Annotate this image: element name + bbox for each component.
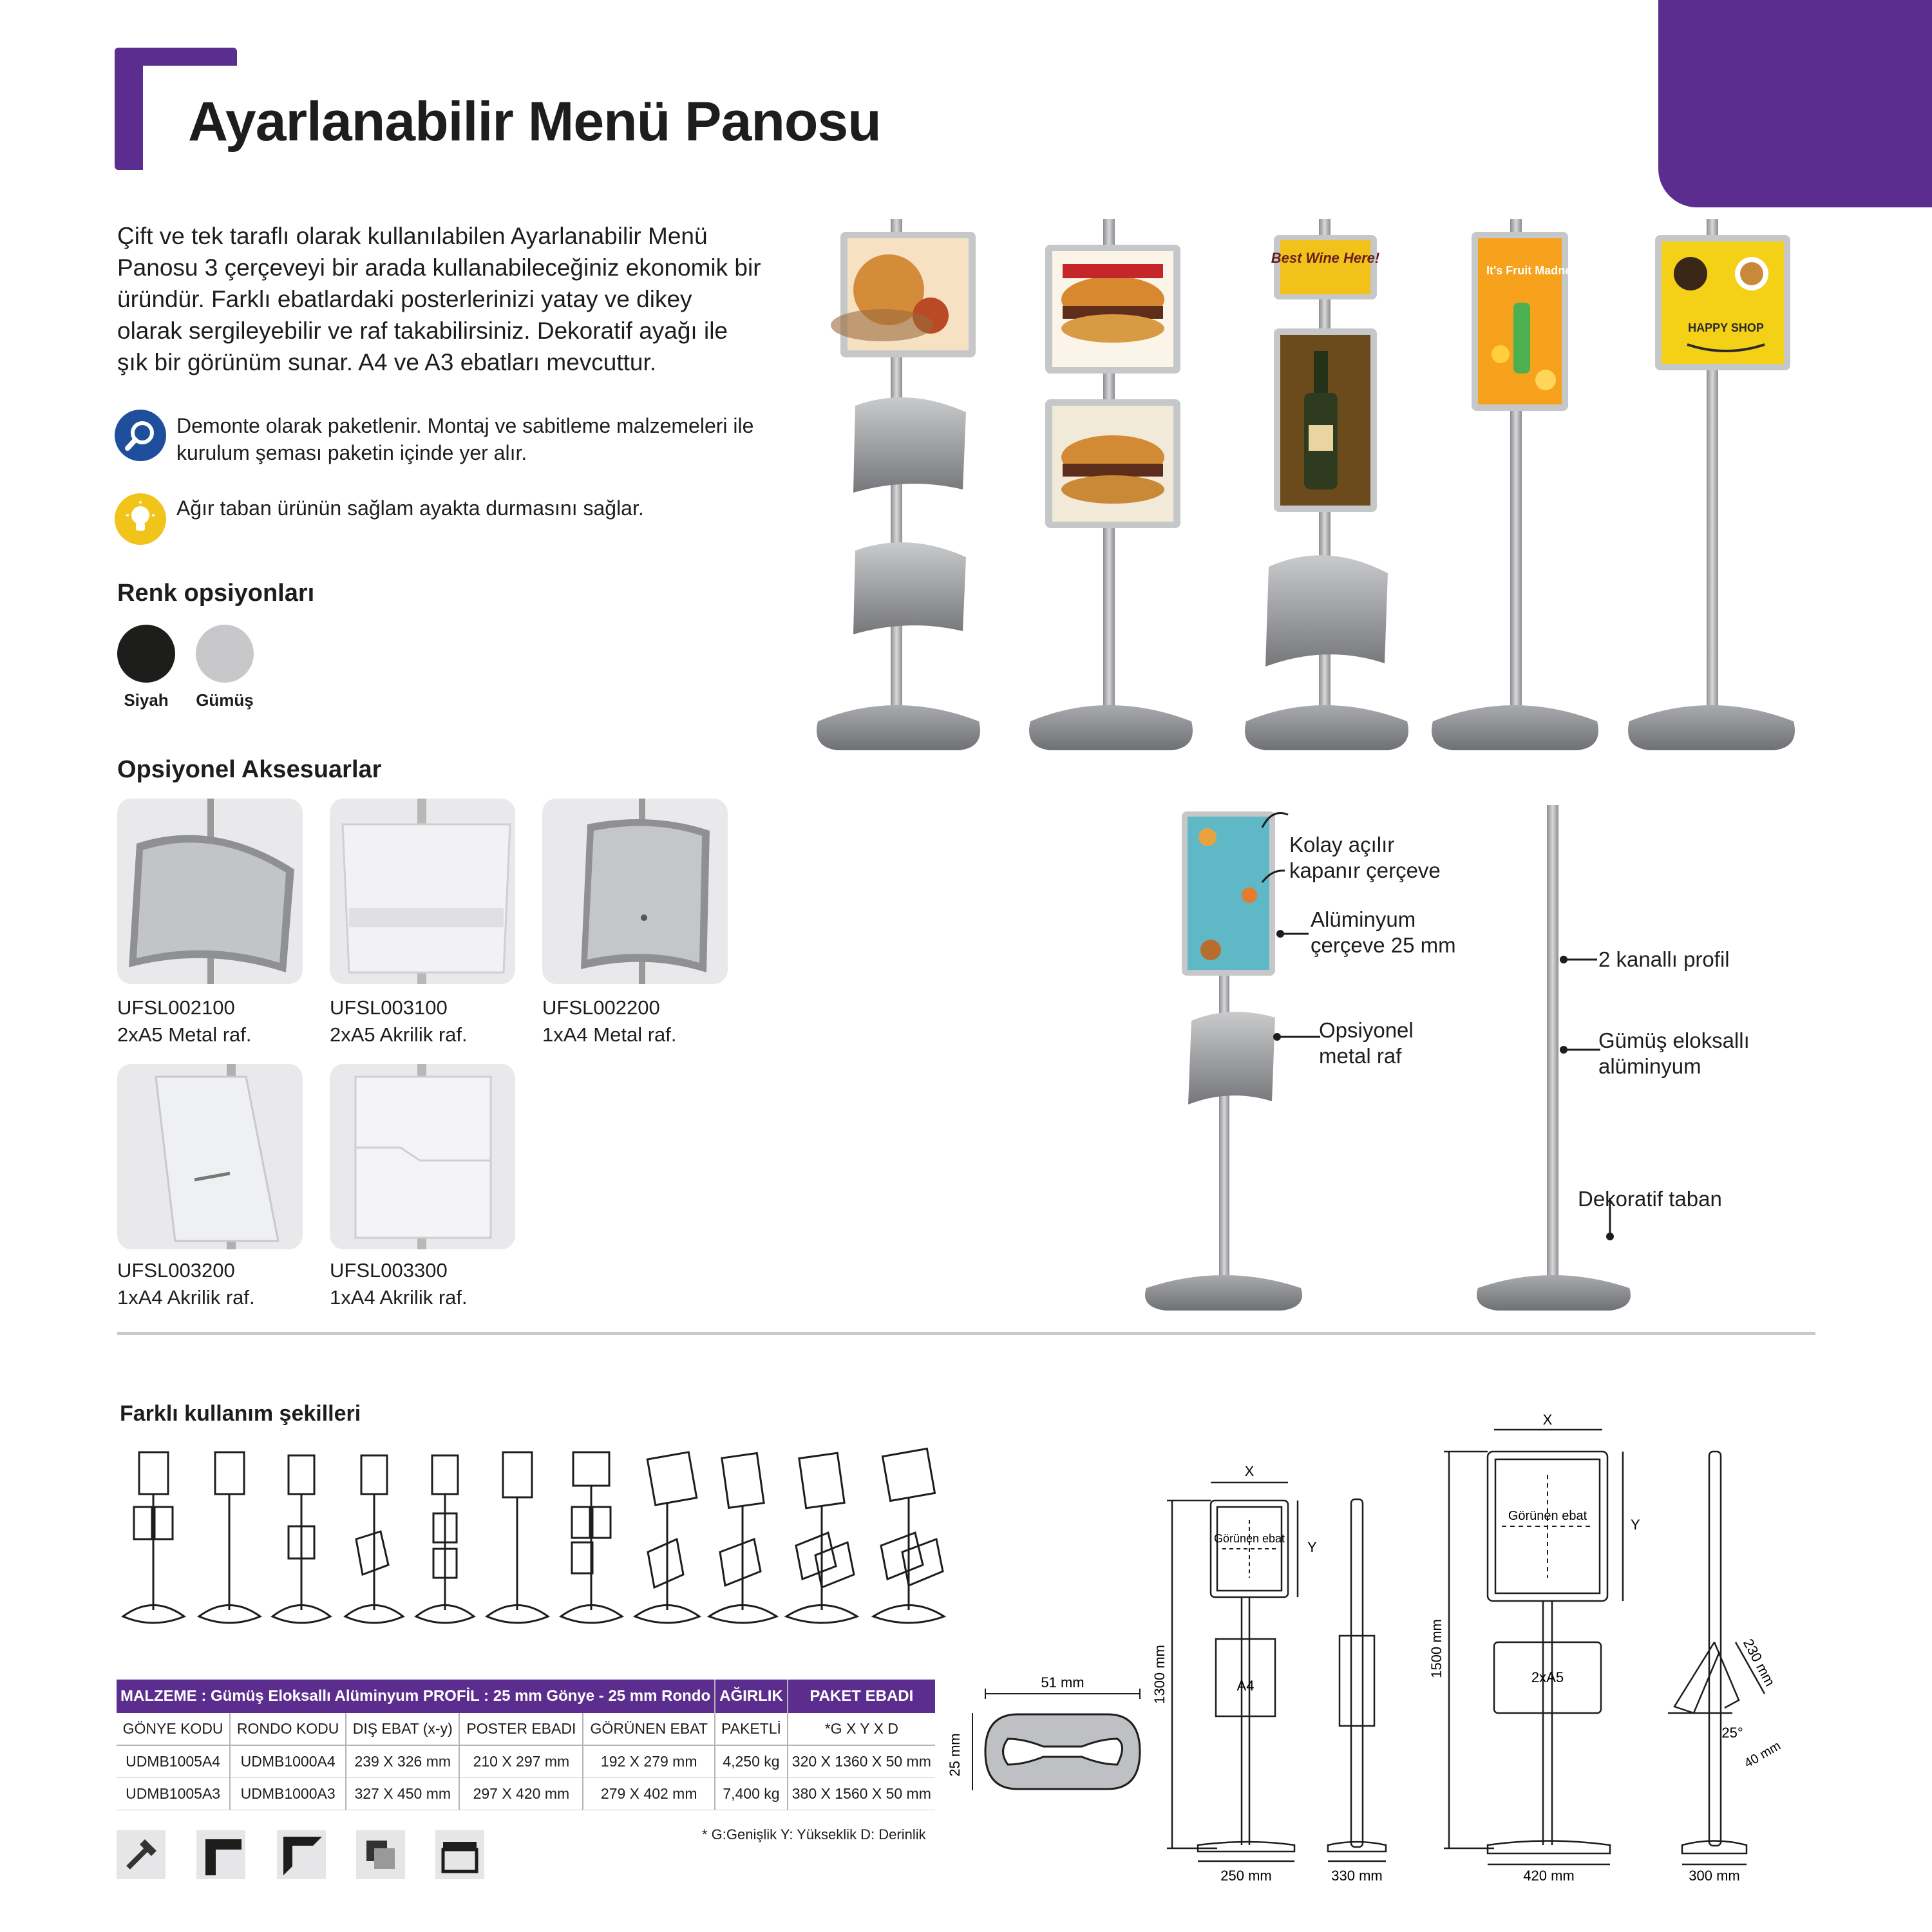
table-cell: 327 X 450 mm — [346, 1777, 460, 1810]
drawing-shelf-depth: 230 mm — [1740, 1636, 1778, 1689]
magnifier-icon — [115, 410, 166, 461]
drawing-shelf-lip: 40 mm — [1742, 1739, 1783, 1771]
color-options-heading: Renk opsiyonları — [117, 580, 315, 607]
profile-height-label: 25 mm — [947, 1733, 963, 1776]
table-header-material: MALZEME : Gümüş Eloksallı Alüminyum PROF… — [117, 1680, 716, 1713]
mitre-frame-icon — [277, 1830, 326, 1879]
swatch-silver-label: Gümüş — [196, 690, 254, 710]
intro-text: Çift ve tek taraflı olarak kullanılabile… — [117, 223, 761, 375]
stand-1 — [817, 219, 980, 750]
drawing-a3-label: 2xA5 — [1531, 1669, 1564, 1685]
product-stands-photos: Best Wine Here! It's Fruit Madness HAPPY… — [817, 219, 1795, 750]
lightbulb-icon — [115, 493, 166, 545]
spec-table: MALZEME : Gümüş Eloksallı Alüminyum PROF… — [117, 1680, 935, 1810]
table-cell: 7,400 kg — [715, 1777, 788, 1810]
table-cell: 279 X 402 mm — [583, 1777, 716, 1810]
table-note: * G:Genişlik Y: Yükseklik D: Derinlik — [702, 1826, 926, 1842]
col-header: *G X Y X D — [787, 1713, 935, 1746]
dimension-drawing-a3: X Y Görünen ebat 2xA5 1500 mm 420 mm 300… — [1430, 1412, 1783, 1884]
accessory-image-acrylic-a4-pocket — [330, 1064, 515, 1249]
layers-icon — [356, 1830, 405, 1879]
usage-heading: Farklı kullanım şekilleri — [120, 1401, 361, 1426]
stand-5: HAPPY SHOP — [1628, 219, 1795, 750]
profile-callout-lines — [1560, 956, 1614, 1240]
col-header: RONDO KODU — [230, 1713, 347, 1746]
col-header: PAKETLİ — [715, 1713, 788, 1746]
table-cell: UDMB1000A4 — [230, 1745, 347, 1778]
swatch-black — [117, 625, 175, 683]
drawing-a4-x: X — [1245, 1463, 1255, 1479]
drawing-a3-width: 420 mm — [1523, 1868, 1574, 1884]
col-header: GÖRÜNEN EBAT — [583, 1713, 716, 1746]
profile-width-label: 51 mm — [1041, 1674, 1084, 1690]
drawing-a4-height: 1300 mm — [1153, 1645, 1168, 1704]
drawing-a4-visible: Görünen ebat — [1214, 1532, 1285, 1545]
col-header: DIŞ EBAT (x-y) — [346, 1713, 460, 1746]
drawing-a3-x: X — [1543, 1412, 1553, 1428]
callout-anodized: Gümüş eloksallı alüminyum — [1598, 1028, 1750, 1078]
stand-3: Best Wine Here! — [1245, 219, 1408, 750]
feature-text-base: Ağır taban ürünün sağlam ayakta durmasın… — [176, 497, 644, 520]
section-divider — [117, 1332, 1815, 1335]
table-header-weight: AĞIRLIK — [715, 1680, 788, 1713]
table-row: UDMB1005A4 UDMB1000A4 239 X 326 mm 210 X… — [117, 1745, 935, 1778]
accessories-heading: Opsiyonel Aksesuarlar — [117, 756, 382, 783]
table-row: UDMB1005A3 UDMB1000A3 327 X 450 mm 297 X… — [117, 1777, 935, 1810]
table-cell: UDMB1005A3 — [117, 1777, 231, 1810]
table-cell: 297 X 420 mm — [459, 1777, 584, 1810]
drawing-a4-depth: 330 mm — [1331, 1868, 1382, 1884]
accessory-image-acrylic-a4-angled — [117, 1064, 303, 1249]
swatch-black-label: Siyah — [124, 690, 169, 710]
poster-5-title: HAPPY SHOP — [1688, 321, 1764, 334]
col-header: GÖNYE KODU — [117, 1713, 231, 1746]
clapper-icon — [435, 1830, 484, 1879]
table-cell: 239 X 326 mm — [346, 1745, 460, 1778]
callout-shelf: Opsiyonel metal raf — [1319, 1018, 1414, 1068]
accessory-image-metal-a4 — [542, 799, 728, 984]
drawing-a4-label: A4 — [1237, 1678, 1255, 1694]
table-cell: 380 X 1560 X 50 mm — [787, 1777, 935, 1810]
callout-frame: Kolay açılır kapanır çerçeve — [1289, 833, 1441, 882]
corner-accent-right — [1658, 0, 1932, 207]
poster-4-title: It's Fruit Madness — [1486, 264, 1584, 277]
accessory-image-metal-a5 — [117, 799, 303, 984]
table-cell: 4,250 kg — [715, 1745, 788, 1778]
drawing-a3-visible: Görünen ebat — [1508, 1509, 1587, 1523]
table-cell: 320 X 1360 X 50 mm — [787, 1745, 935, 1778]
screw-icon — [117, 1830, 166, 1879]
page-title: Ayarlanabilir Menü Panosu — [188, 91, 882, 153]
table-cell: UDMB1000A3 — [230, 1777, 347, 1810]
table-header-package: PAKET EBADI — [787, 1680, 935, 1713]
drawing-shelf-angle: 25° — [1721, 1725, 1743, 1741]
dimension-drawing-a4: X Y Görünen ebat A4 1300 mm 250 mm 330 m… — [1153, 1463, 1387, 1884]
stand-2 — [1029, 219, 1193, 750]
table-cell: 192 X 279 mm — [583, 1745, 716, 1778]
swatch-silver — [196, 625, 254, 683]
drawing-a4-width: 250 mm — [1220, 1868, 1271, 1884]
corner-accent-left — [115, 48, 143, 170]
corner-frame-icon — [196, 1830, 245, 1879]
col-header: POSTER EBADI — [459, 1713, 584, 1746]
callout-profile: 2 kanallı profil — [1598, 947, 1730, 971]
feature-text-packaging: Demonte olarak paketlenir. Montaj ve sab… — [176, 414, 754, 464]
drawing-a3-y: Y — [1631, 1517, 1640, 1533]
drawing-a3-depth: 300 mm — [1689, 1868, 1739, 1884]
profile-cross-section: 51 mm 25 mm — [947, 1674, 1141, 1790]
poster-3-title: Best Wine Here! — [1271, 250, 1380, 266]
drawing-a4-y: Y — [1307, 1539, 1317, 1555]
callout-base: Dekoratif taban — [1578, 1187, 1722, 1211]
accessory-image-acrylic-a5 — [330, 799, 515, 984]
stand-4: It's Fruit Madness — [1432, 219, 1598, 750]
table-cell: 210 X 297 mm — [459, 1745, 584, 1778]
feature-callout-diagram — [1145, 805, 1631, 1311]
drawing-a3-height: 1500 mm — [1430, 1619, 1444, 1678]
usage-variants-drawings — [121, 1447, 947, 1624]
callout-aluminium: Alüminyum çerçeve 25 mm — [1311, 907, 1456, 957]
table-cell: UDMB1005A4 — [117, 1745, 231, 1778]
